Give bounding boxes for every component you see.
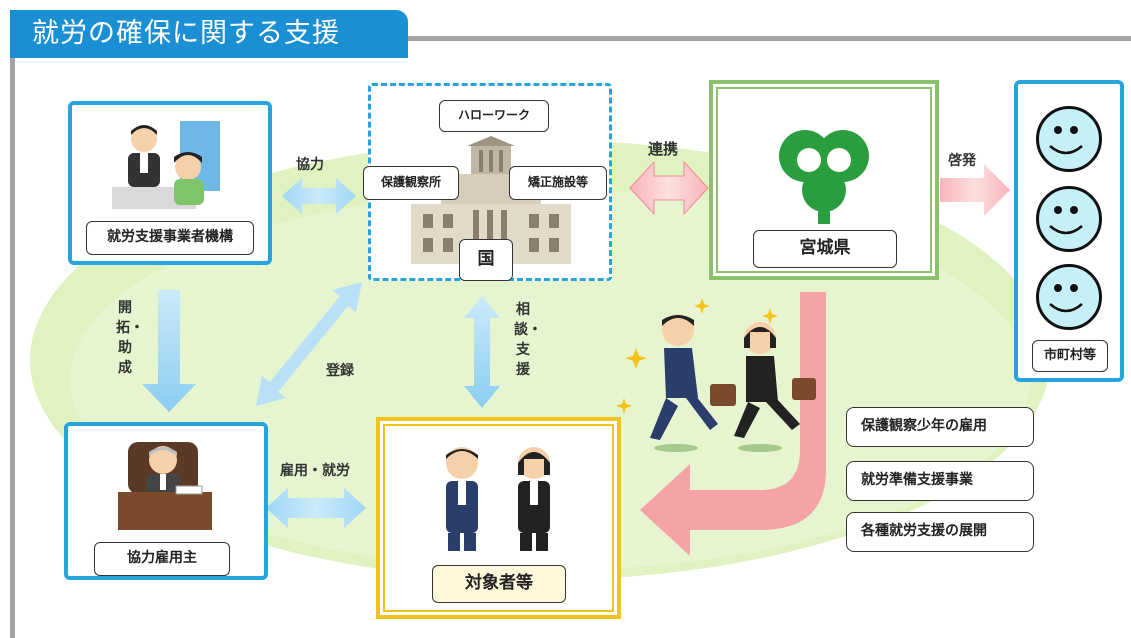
arrow-registration <box>256 282 362 406</box>
title-rule <box>408 36 1131 41</box>
measure-item: 保護観察少年の雇用 <box>846 407 1034 447</box>
support-org-box: 就労支援事業者機構 <box>68 101 272 265</box>
probation-office-label: 保護観察所 <box>363 166 459 200</box>
running-workers-illustration <box>616 298 816 452</box>
edge-label-consult: 相談・支援 <box>514 302 542 378</box>
municipal-label: 市町村等 <box>1032 340 1108 372</box>
employer-illustration <box>118 442 212 530</box>
edge-label-liaison: 連携 <box>648 140 679 158</box>
target-box: 対象者等 <box>376 417 621 619</box>
kuni-box: ハローワーク 保護観察所 矯正施設等 国 <box>363 83 612 281</box>
employer-label: 協力雇用主 <box>94 542 230 576</box>
measure-item: 各種就労支援の展開 <box>846 512 1034 552</box>
hello-work-label: ハローワーク <box>439 100 549 132</box>
smiley-face-icon <box>1036 106 1102 172</box>
smiley-face-icon <box>1036 264 1102 330</box>
edge-label-registration: 登録 <box>326 363 354 379</box>
edge-label-employ: 雇用・就労 <box>280 463 350 479</box>
municipal-box: 市町村等 <box>1014 80 1124 382</box>
edge-label-cooperation: 協力 <box>296 157 324 173</box>
edge-label-enlighten: 啓発 <box>948 153 976 169</box>
support-org-label: 就労支援事業者機構 <box>86 221 254 255</box>
target-people-illustration <box>446 447 550 551</box>
arrow-consult <box>464 296 500 408</box>
miyagi-label: 宮城県 <box>753 230 897 268</box>
target-label: 対象者等 <box>432 565 566 603</box>
arrow-cooperation <box>282 178 356 214</box>
consultation-illustration <box>112 121 220 209</box>
employer-box: 協力雇用主 <box>64 422 268 580</box>
arrow-liaison <box>629 160 709 216</box>
kuni-label: 国 <box>459 239 513 281</box>
correctional-label: 矯正施設等 <box>509 166 607 200</box>
miyagi-emblem-icon <box>779 130 869 224</box>
arrow-miyagi-support <box>640 292 826 556</box>
arrow-employ <box>266 488 366 528</box>
miyagi-box: 宮城県 <box>709 80 939 280</box>
measure-item: 就労準備支援事業 <box>846 461 1034 501</box>
smiley-face-icon <box>1036 186 1102 252</box>
arrow-enlighten <box>940 164 1010 216</box>
page-title: 就労の確保に関する支援 <box>10 10 408 58</box>
arrow-develop <box>142 290 196 412</box>
edge-label-develop: 開拓・助成 <box>116 300 144 376</box>
left-rule <box>10 58 15 638</box>
smiley-features <box>1049 126 1083 313</box>
